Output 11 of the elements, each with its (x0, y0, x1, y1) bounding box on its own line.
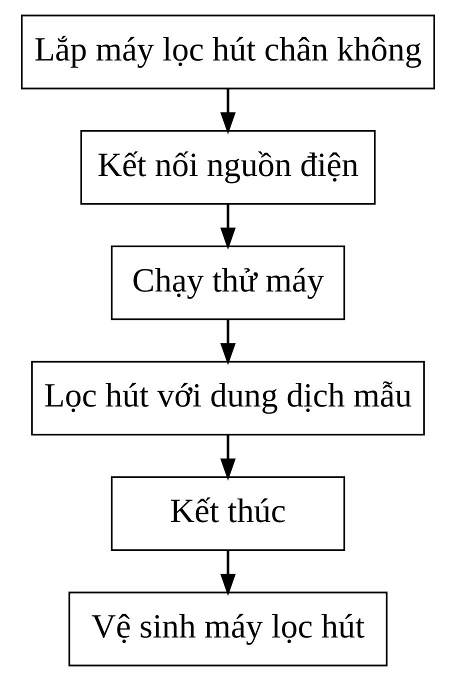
node-box: Lắp máy lọc hút chân không (20, 14, 436, 90)
arrow (220, 88, 236, 134)
arrow (220, 434, 236, 481)
arrow (220, 550, 236, 596)
node-box: Kết thúc (110, 476, 346, 551)
node-box: Vệ sinh máy lọc hút (68, 592, 388, 666)
arrow (220, 319, 236, 366)
arrow (220, 204, 236, 250)
node-box: Kết nối nguồn điện (80, 130, 376, 205)
node-box: Chạy thử máy (110, 245, 346, 320)
node-box: Lọc hút với dung dịch mẫu (31, 360, 425, 436)
